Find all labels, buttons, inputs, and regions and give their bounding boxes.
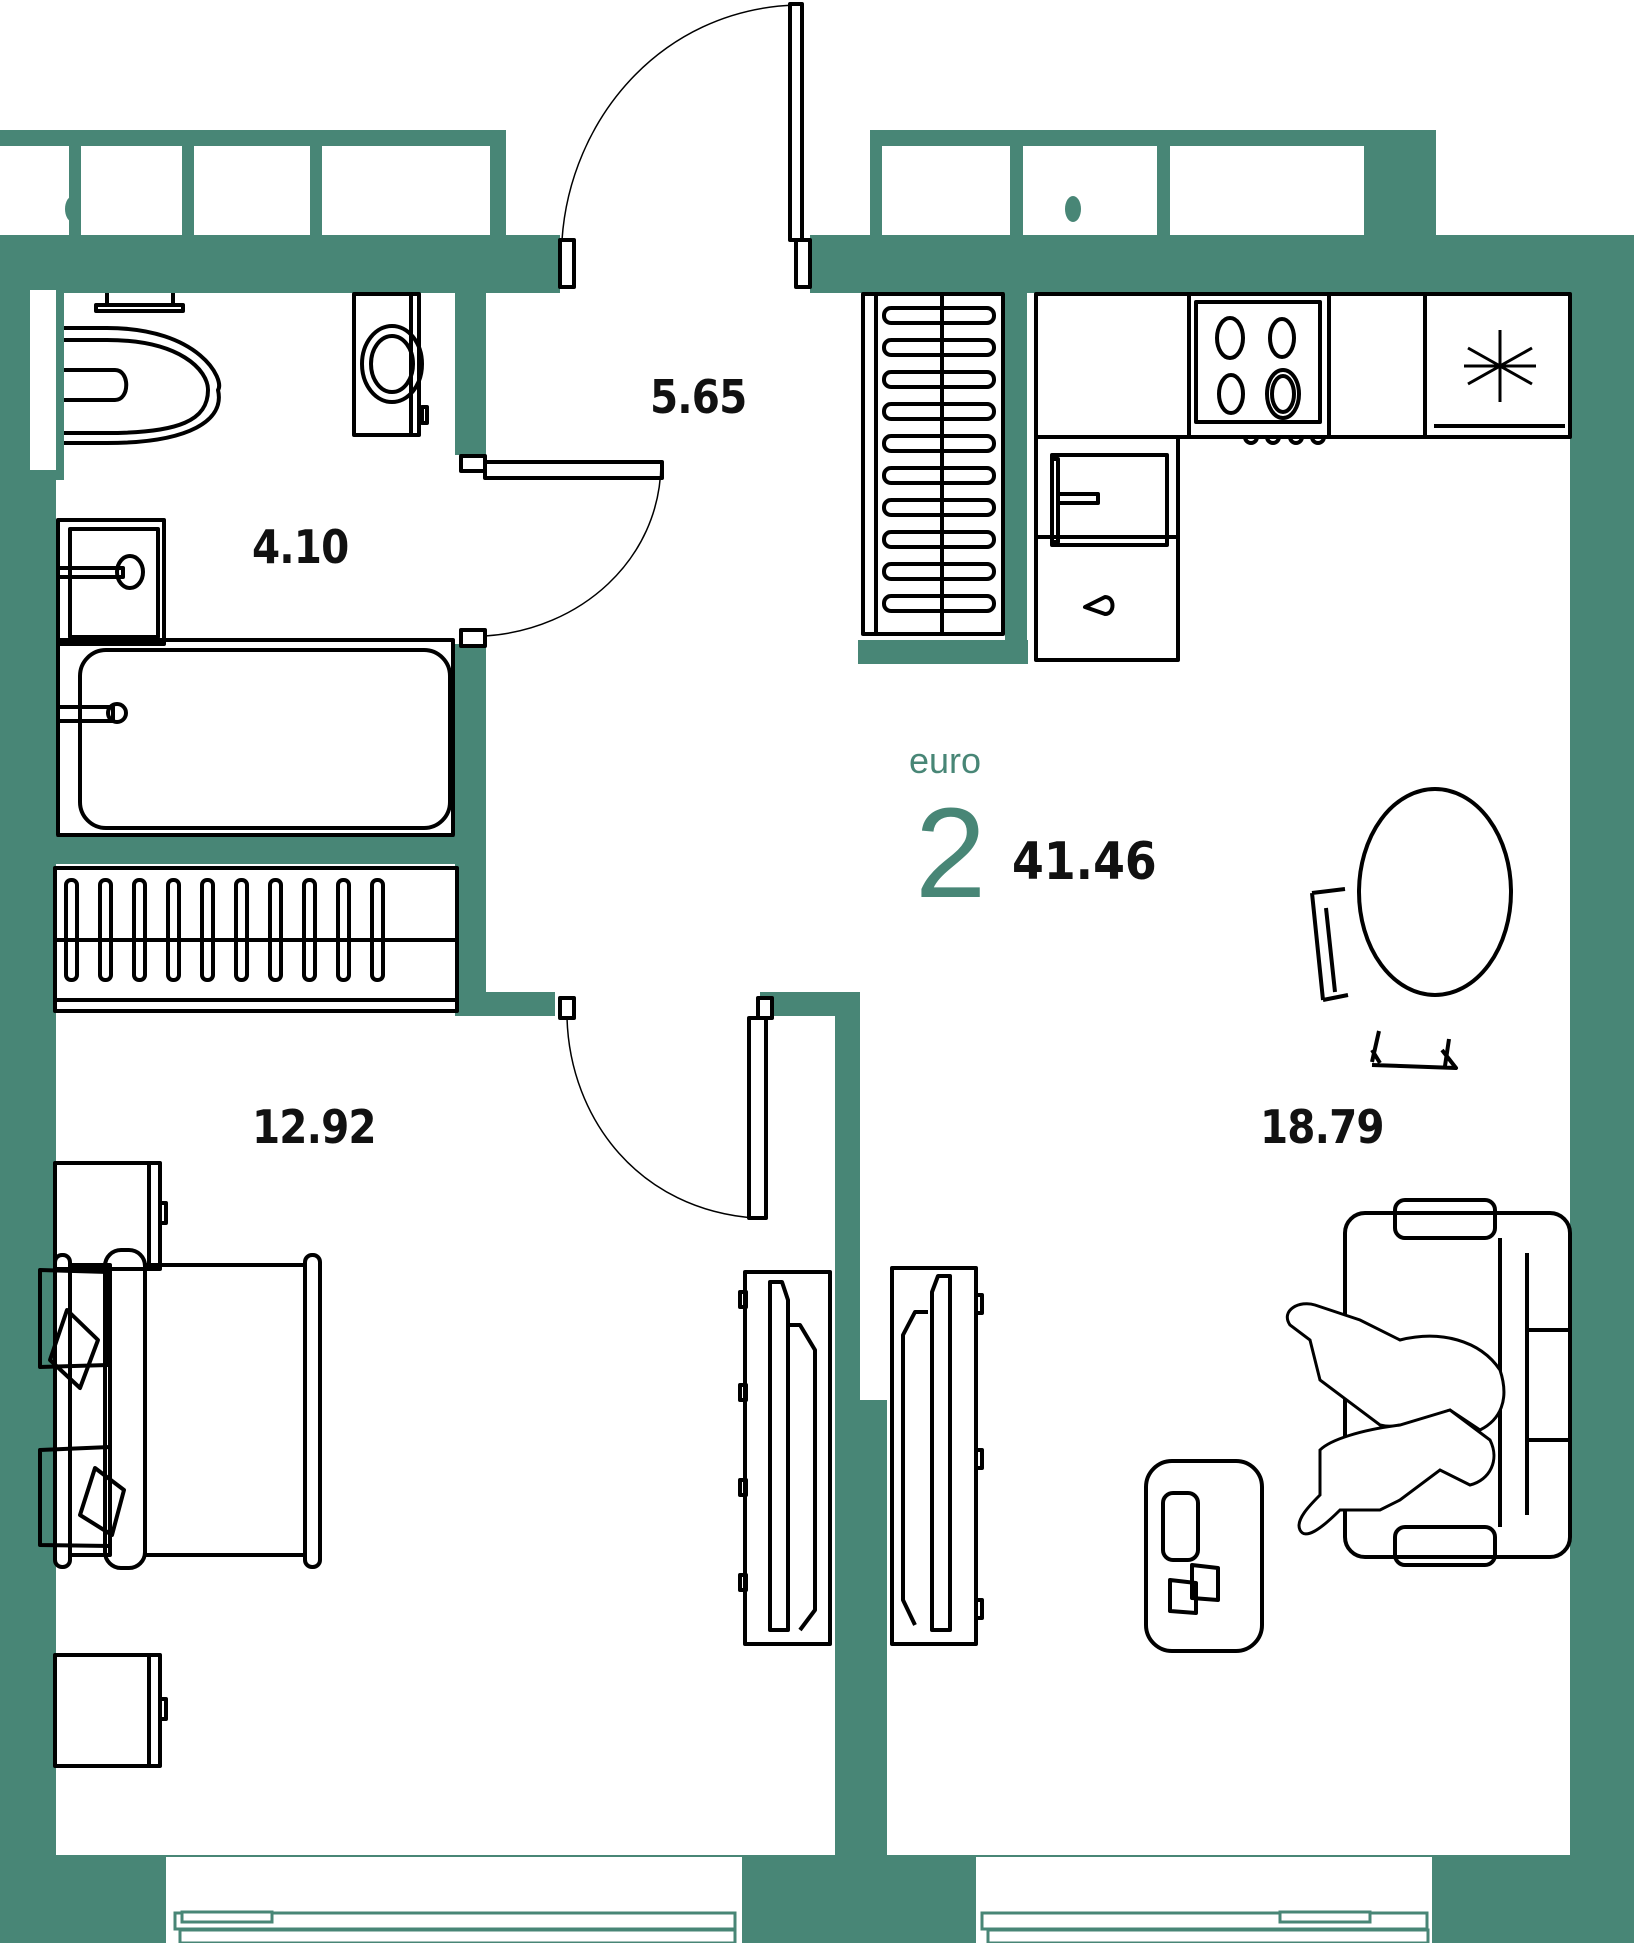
- dishwasher-icon: [1083, 595, 1115, 616]
- bathroom-door-leaf[interactable]: [483, 460, 664, 480]
- room-count: 2: [915, 782, 987, 925]
- wall-bath-upper: [455, 292, 486, 455]
- bathtub-icon: [56, 638, 455, 837]
- wardrobe-hall-icon: [861, 292, 1005, 636]
- people-on-sofa-icon: [1286, 1302, 1506, 1536]
- balcony-right: [870, 130, 1436, 240]
- hob-icon: [1194, 300, 1326, 445]
- drain-dot-icon: [65, 196, 81, 222]
- wall-bedroom-living: [835, 992, 860, 1407]
- nightstand-top-icon: [53, 1161, 168, 1271]
- wall-right: [1570, 235, 1634, 1943]
- wall-top-right: [810, 235, 1634, 293]
- entrance-door-swing: [561, 4, 796, 241]
- kitchen-sink-icon: [1050, 453, 1169, 547]
- sink-icon: [56, 518, 166, 646]
- entrance-door-leaf[interactable]: [788, 2, 804, 242]
- apartment-type-label: euro: [909, 740, 982, 781]
- nightstand-bottom-icon: [53, 1653, 168, 1768]
- window-living: [976, 1857, 1432, 1943]
- area-bedroom: 12.92: [252, 1100, 377, 1154]
- toilet-icon: [64, 326, 222, 445]
- coffee-table-icon: [1144, 1459, 1264, 1653]
- wardrobe-bedroom-icon: [53, 866, 459, 1013]
- kitchen-counter: [1034, 292, 1572, 662]
- window-bedroom: [166, 1857, 742, 1943]
- tv-stand-living-icon: [890, 1266, 984, 1646]
- area-bathroom: 4.10: [252, 520, 349, 574]
- wall-bath-lower: [455, 644, 486, 996]
- washing-machine-icon: [352, 292, 429, 437]
- wall-top-left: [0, 235, 560, 293]
- towel-rail-icon: [94, 293, 185, 313]
- balcony-left: [0, 130, 506, 240]
- wall-bedroom-top: [455, 992, 555, 1016]
- bed-icon: [38, 1248, 322, 1570]
- tv-stand-bedroom-icon: [738, 1270, 832, 1646]
- bedroom-door-leaf[interactable]: [747, 1016, 768, 1220]
- dining-table-icon: [1310, 787, 1513, 1070]
- wall-left: [0, 235, 56, 1943]
- total-area: 41.46: [1012, 832, 1157, 892]
- fridge-snowflake-icon: [1434, 330, 1565, 428]
- drain-dot-icon: [1065, 196, 1081, 222]
- area-kitchen-living: 18.79: [1260, 1100, 1385, 1154]
- area-hallway: 5.65: [650, 370, 747, 424]
